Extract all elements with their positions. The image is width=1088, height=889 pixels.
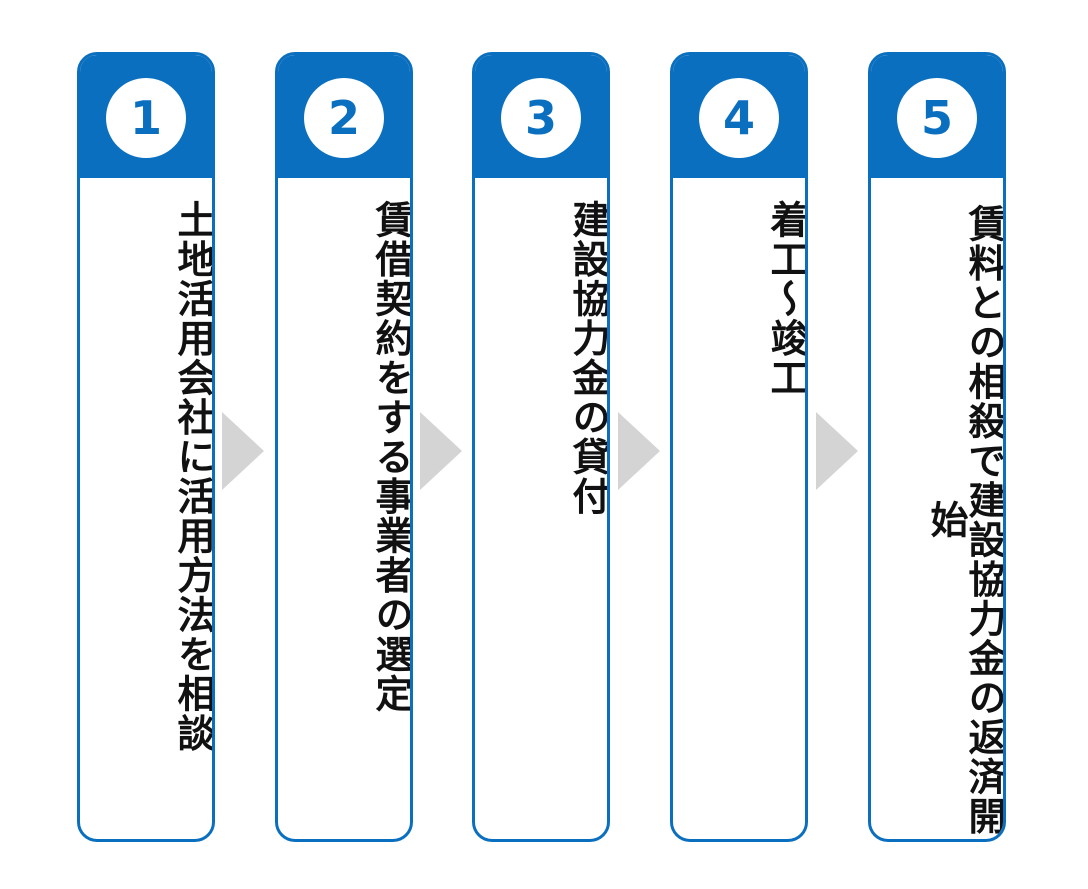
step-header: 4 [673,55,805,178]
chevron-right-icon [222,412,264,490]
step-card-2: 2 賃借契約をする事業者の選定 [275,52,413,842]
step-card-1: 1 土地活用会社に活用方法を相談 [77,52,215,842]
step-card-5: 5 賃料との相殺で建設協力金の返済開始 [868,52,1006,842]
step-label-text: 土地活用会社に活用方法を相談 [171,200,215,753]
step-card-3: 3 建設協力金の貸付 [472,52,610,842]
step-label: 着工～竣工 [673,200,805,398]
step-header: 1 [80,55,212,178]
step-label-text: 賃料との相殺で建設協力金の返済開始 [924,203,1006,836]
step-number-badge: 3 [501,78,581,158]
step-label-text: 着工～竣工 [764,200,808,398]
step-header: 2 [278,55,410,178]
step-header: 5 [871,55,1003,178]
chevron-right-icon [816,412,858,490]
step-number-badge: 5 [897,78,977,158]
step-number-badge: 4 [699,78,779,158]
chevron-right-icon [420,412,462,490]
chevron-right-icon [618,412,660,490]
step-header: 3 [475,55,607,178]
step-label: 建設協力金の貸付 [475,200,607,516]
step-label: 賃料との相殺で建設協力金の返済開始 [871,200,1003,839]
step-label-text: 賃借契約をする事業者の選定 [369,200,413,714]
step-label-text: 建設協力金の貸付 [566,200,610,516]
step-label: 土地活用会社に活用方法を相談 [80,200,212,753]
step-number-badge: 2 [304,78,384,158]
step-card-4: 4 着工～竣工 [670,52,808,842]
step-number-badge: 1 [106,78,186,158]
step-label: 賃借契約をする事業者の選定 [278,200,410,714]
